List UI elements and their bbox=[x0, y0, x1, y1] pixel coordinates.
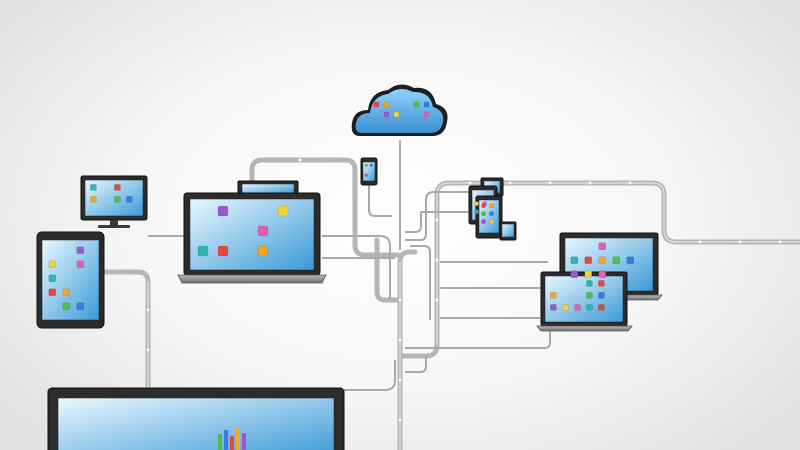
app-icon bbox=[217, 205, 229, 217]
app-icon bbox=[76, 260, 85, 268]
app-icon bbox=[393, 111, 400, 118]
phone-top bbox=[360, 157, 378, 186]
app-icon bbox=[598, 256, 606, 264]
app-icon bbox=[76, 246, 85, 255]
app-icon bbox=[550, 292, 557, 299]
app-icon bbox=[62, 288, 70, 296]
app-icon bbox=[574, 304, 581, 311]
app-icon bbox=[364, 163, 368, 167]
app-icon bbox=[481, 203, 486, 208]
app-icon bbox=[90, 196, 97, 203]
app-icon bbox=[277, 205, 289, 217]
cloud-storage bbox=[351, 84, 448, 136]
app-icon bbox=[570, 270, 578, 278]
app-icon bbox=[570, 256, 578, 264]
app-icon bbox=[489, 219, 494, 224]
app-icon bbox=[584, 256, 592, 264]
app-icon bbox=[626, 256, 634, 264]
app-icon bbox=[257, 245, 269, 257]
app-icon bbox=[48, 260, 56, 268]
app-icon bbox=[197, 245, 209, 257]
app-icon bbox=[257, 225, 269, 237]
app-icon bbox=[114, 184, 121, 191]
large-monitor-bottom bbox=[47, 387, 345, 450]
app-icon bbox=[612, 256, 620, 264]
app-icon bbox=[598, 270, 606, 278]
app-icon bbox=[562, 304, 569, 311]
app-icon bbox=[598, 304, 605, 311]
app-icon bbox=[48, 274, 56, 282]
app-icon bbox=[217, 245, 229, 257]
app-icon bbox=[369, 163, 373, 167]
tablet-left bbox=[36, 231, 105, 329]
app-icon bbox=[598, 242, 606, 251]
app-icon bbox=[423, 111, 430, 118]
app-icon bbox=[383, 111, 390, 118]
app-icon bbox=[126, 196, 133, 203]
app-icon bbox=[364, 173, 368, 177]
app-icon bbox=[413, 101, 420, 108]
app-icons bbox=[48, 101, 634, 311]
laptop-right-front bbox=[536, 271, 633, 332]
app-icon bbox=[383, 101, 390, 108]
app-icon bbox=[373, 101, 380, 108]
app-icon bbox=[489, 203, 494, 208]
app-icon bbox=[598, 280, 605, 287]
app-icon bbox=[76, 302, 85, 310]
app-icon bbox=[584, 270, 592, 278]
app-icon bbox=[489, 211, 494, 216]
app-icon bbox=[48, 288, 56, 296]
app-icon bbox=[586, 304, 593, 311]
app-icon bbox=[481, 219, 486, 224]
app-icon bbox=[586, 280, 593, 287]
tablet-stack-right bbox=[468, 177, 517, 241]
app-icon bbox=[586, 292, 593, 299]
app-icon bbox=[550, 304, 557, 311]
app-icon bbox=[114, 196, 121, 203]
app-icon bbox=[598, 292, 605, 299]
app-icon bbox=[474, 201, 479, 206]
laptop-center bbox=[177, 180, 327, 284]
app-icon bbox=[90, 184, 97, 191]
app-icon bbox=[481, 211, 486, 216]
app-icon bbox=[62, 302, 70, 310]
app-icon bbox=[423, 101, 430, 108]
connection-wires bbox=[97, 140, 800, 450]
app-icon bbox=[474, 209, 479, 214]
